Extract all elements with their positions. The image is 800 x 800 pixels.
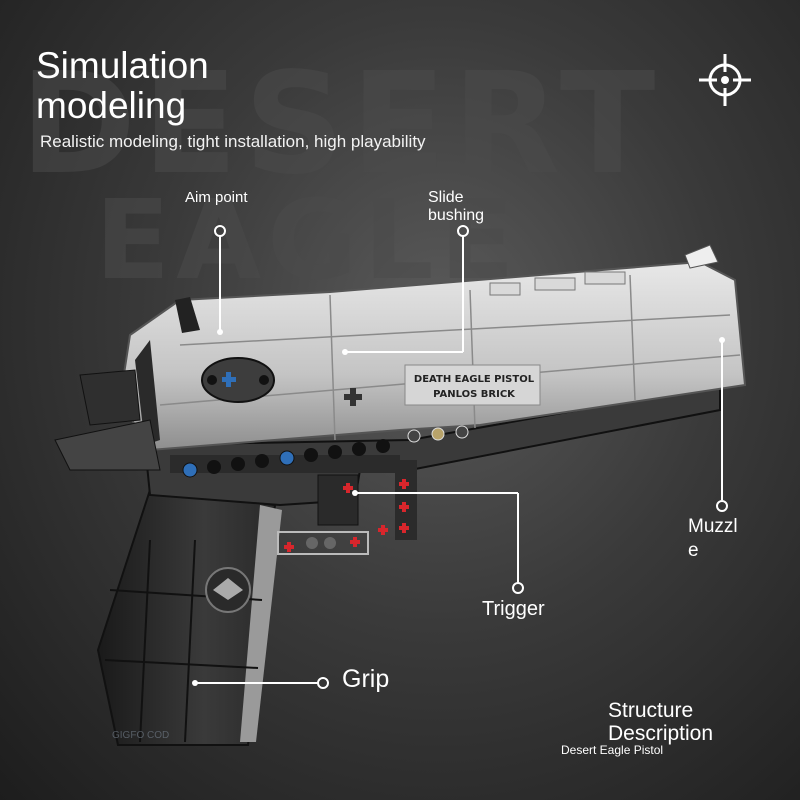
- callout-dots: [214, 225, 728, 689]
- page-subtitle: Realistic modeling, tight installation, …: [40, 132, 426, 151]
- trigger-mechanism: [277, 460, 417, 555]
- frame-holes: [182, 425, 469, 478]
- callout-muzzle: Muzzle: [688, 516, 738, 561]
- gun-label-line2: PANLOS BRICK: [433, 389, 516, 400]
- slide: [54, 244, 747, 471]
- background-word-desert: DESERT: [20, 43, 662, 206]
- product-name: Desert Eagle Pistol: [561, 743, 664, 757]
- callout-lines: [195, 236, 723, 684]
- grip-body: [96, 488, 282, 746]
- callout-grip: Grip: [342, 665, 390, 693]
- callout-aim-point: Aim point: [185, 189, 248, 206]
- rear-knob: [201, 357, 275, 403]
- structure-description-heading: Structure Description: [608, 699, 714, 745]
- callout-trigger: Trigger: [482, 598, 545, 620]
- gun-label-line1: DEATH EAGLE PISTOL: [414, 374, 535, 385]
- watermark: GIGFO COD: [112, 730, 170, 741]
- page-title: Simulation modeling: [36, 45, 209, 126]
- plus-stud-icon: [344, 388, 362, 406]
- background-word-eagle: EAGLE: [95, 176, 521, 304]
- crosshair-icon: [699, 54, 751, 106]
- callout-slide-bushing: Slide bushing: [428, 189, 485, 224]
